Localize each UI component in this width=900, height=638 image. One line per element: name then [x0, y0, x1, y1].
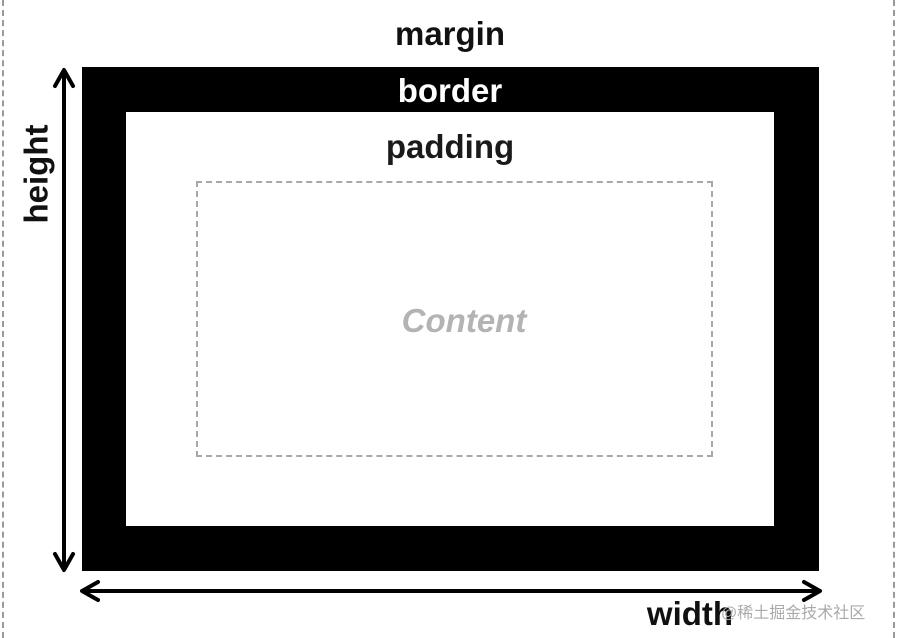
width-label: width [646, 595, 734, 632]
width-arrow [80, 580, 822, 602]
margin-edge-left [2, 0, 4, 638]
height-label: height [17, 124, 55, 224]
watermark: @稀土掘金技术社区 [721, 605, 866, 622]
border-label: border [397, 72, 503, 109]
margin-label: margin [394, 15, 506, 52]
margin-edge-right [893, 0, 895, 638]
content-label: Content [401, 302, 527, 339]
content-box [196, 181, 713, 457]
height-arrow [53, 68, 75, 572]
padding-label: padding [385, 128, 515, 165]
